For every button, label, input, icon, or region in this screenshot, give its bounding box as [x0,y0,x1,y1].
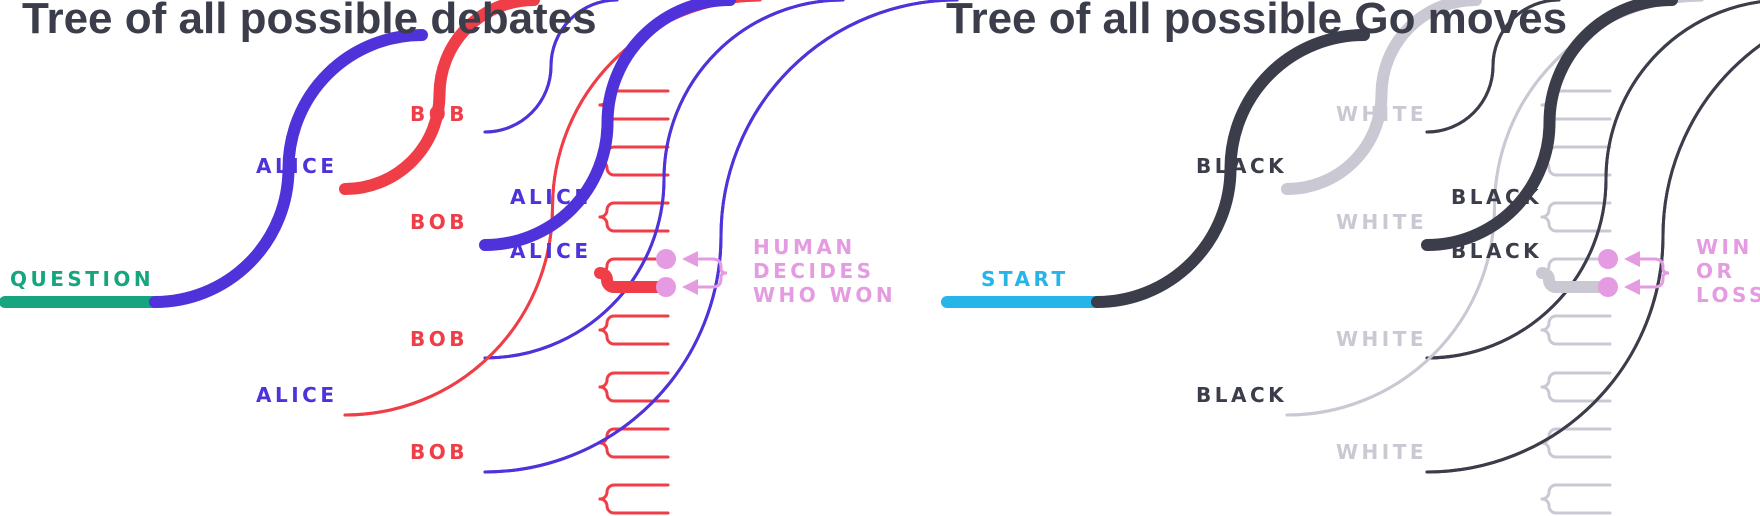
go-level3-label-1: BLACK [1451,185,1542,209]
go-tree-level2-branch-1-2 [1281,0,1482,195]
debate-tree-leaf-1-2-1-1 [598,201,670,219]
debate-tree-level3-branch-1-1-2 [483,0,619,134]
go-annotation-line-2: OR [1696,259,1735,283]
debate-tree-leaf-2-1-2-2 [598,385,670,403]
debate-tree [0,0,959,515]
go-annotation-line-3: LOSS [1696,283,1760,307]
go-root-label: START [981,267,1069,291]
debate-tree-brace [710,257,728,289]
go-tree-leaf-1-2-1-1 [1540,201,1612,219]
go-tree-outcome-dot-1 [1598,249,1618,269]
go-tree-leaf-2-1-1-1 [1540,314,1612,332]
go-level2-label-4: WHITE [1336,440,1427,464]
debate-tree-leaf-2-2-2-2 [598,497,670,515]
go-level1-top-label: BLACK [1196,154,1287,178]
debate-level3-label-1: ALICE [510,185,592,209]
go-tree-level3-branch-2-2-2 [1425,43,1760,474]
debate-tree-level3-branch-2-1-2 [483,0,845,360]
go-tree-level3-branch-1-1-2 [1425,0,1561,134]
go-level3-label-2: BLACK [1451,239,1542,263]
debate-tree-leaf-2-1-2-1 [598,371,670,389]
go-level1-bottom-label: BLACK [1196,383,1287,407]
debate-tree-leaf-2-2-2-1 [598,483,670,501]
debate-annotation-line-2: DECIDES [753,259,875,283]
debate-tree-leaf-1-1-2-2 [598,159,670,177]
debate-tree-leaf-1-2-1-2 [598,215,670,233]
go-tree-leaf-2-1-2-2 [1540,385,1612,403]
go-level2-label-1: WHITE [1336,102,1427,126]
go-tree-arrow-head-2 [1624,279,1640,295]
go-tree-arrow-head-1 [1624,251,1640,267]
debate-level2-label-2: BOB [410,210,468,234]
go-tree-outcome-dot-2 [1598,277,1618,297]
debate-tree-level3-branch-1-2-2 [479,0,736,251]
go-level2-label-2: WHITE [1336,210,1427,234]
debate-level2-label-1: BOB [410,102,468,126]
debate-annotation-line-1: HUMAN [753,235,856,259]
debate-tree-arrow-head-2 [682,279,698,295]
go-tree [941,0,1760,515]
debate-tree-arrow-head-1 [682,251,698,267]
debate-tree-level3-branch-2-2-2 [483,0,959,474]
debate-tree-leaf-2-1-1-1 [598,314,670,332]
debate-annotation-line-3: WHO WON [753,283,896,307]
debate-tree-level1-branch-1 [149,29,428,308]
go-tree-brace [1652,257,1670,289]
go-tree-leaf-2-2-1-2 [1540,441,1612,459]
go-tree-leaf-1-2-2-2 [1536,267,1616,293]
debate-root-label: QUESTION [10,267,154,291]
debate-tree-outcome-dot-2 [656,277,676,297]
go-tree-leaf-2-2-2-1 [1540,483,1612,501]
go-tree-leaf-1-1-2-2 [1540,159,1612,177]
debate-level2-label-3: BOB [410,327,468,351]
debate-tree-leaf-2-2-1-2 [598,441,670,459]
go-tree-leaf-2-1-1-2 [1540,328,1612,346]
go-tree-leaf-2-1-2-1 [1540,371,1612,389]
go-level2-label-3: WHITE [1336,327,1427,351]
go-tree-title: Tree of all possible Go moves [946,0,1567,43]
go-tree-leaf-1-2-1-2 [1540,215,1612,233]
debate-level1-top-label: ALICE [256,154,338,178]
debate-tree-leaf-2-1-1-2 [598,328,670,346]
debate-tree-outcome-dot-1 [656,249,676,269]
debate-tree-title: Tree of all possible debates [22,0,597,43]
go-tree-leaf-2-2-2-2 [1540,497,1612,515]
debate-tree-level2-branch-1-2 [339,0,540,195]
go-tree-level3-branch-1-2-2 [1421,0,1678,251]
debate-level1-bottom-label: ALICE [256,383,338,407]
go-annotation-line-1: WIN [1696,235,1753,259]
debate-level3-label-2: ALICE [510,239,592,263]
debate-level2-label-4: BOB [410,440,468,464]
go-tree-level1-branch-1 [1091,29,1370,308]
debate-tree-leaf-1-2-2-2 [594,267,674,293]
go-tree-level3-branch-2-1-2 [1425,0,1760,360]
